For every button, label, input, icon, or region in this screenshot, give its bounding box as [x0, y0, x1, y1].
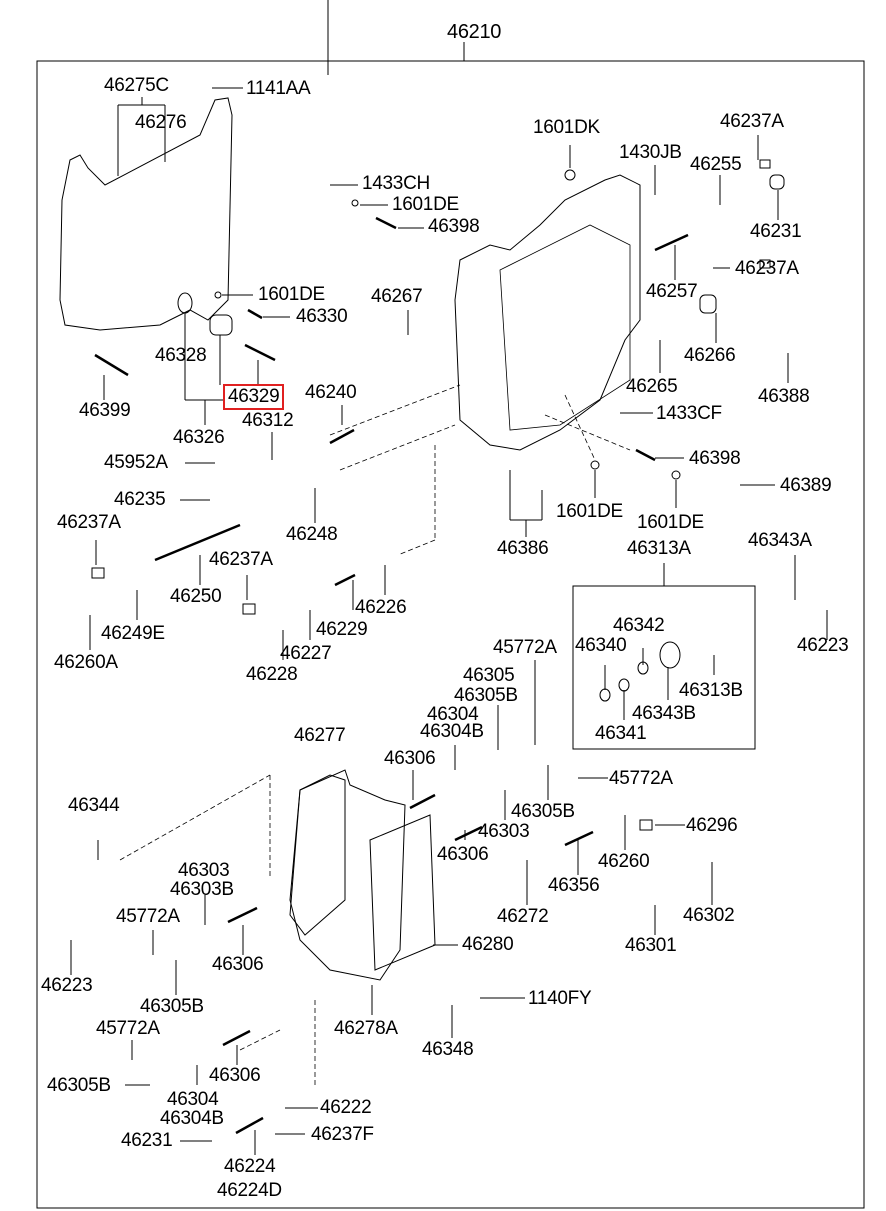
part-label[interactable]: 46304 — [427, 704, 479, 725]
part-label[interactable]: 45952A — [104, 452, 168, 473]
part-label[interactable]: 1433CH — [362, 173, 430, 194]
part-label[interactable]: 46303 — [178, 860, 230, 881]
part-label[interactable]: 46306 — [384, 748, 436, 769]
part-label[interactable]: 46255 — [690, 154, 742, 175]
part-label[interactable]: 1601DK — [533, 117, 600, 138]
part-label[interactable]: 46301 — [625, 935, 677, 956]
part-label[interactable]: 1601DE — [258, 284, 325, 305]
part-label[interactable]: 1601DE — [556, 501, 623, 522]
part-label[interactable]: 46306 — [437, 844, 489, 865]
part-label[interactable]: 46223 — [41, 975, 93, 996]
part-label[interactable]: 46237A — [720, 111, 784, 132]
part-label[interactable]: 46306 — [209, 1065, 261, 1086]
part-label-highlighted[interactable]: 46329 — [222, 384, 285, 410]
assembly-frame — [36, 60, 865, 1209]
part-label[interactable]: 46231 — [121, 1130, 173, 1151]
part-label[interactable]: 46386 — [497, 538, 549, 559]
part-label[interactable]: 46304B — [420, 721, 484, 742]
part-label[interactable]: 46313B — [679, 680, 743, 701]
part-label[interactable]: 46222 — [320, 1097, 372, 1118]
part-label[interactable]: 45772A — [609, 768, 673, 789]
part-label[interactable]: 46249E — [101, 623, 165, 644]
part-label[interactable]: 46240 — [305, 382, 357, 403]
part-label[interactable]: 46356 — [548, 875, 600, 896]
part-label[interactable]: 1140FY — [528, 988, 592, 1009]
part-label[interactable]: 46226 — [355, 597, 407, 618]
part-label[interactable]: 46237A — [735, 258, 799, 279]
part-label[interactable]: 46398 — [428, 216, 480, 237]
part-label[interactable]: 46275C — [104, 75, 169, 96]
part-label[interactable]: 46296 — [686, 815, 738, 836]
part-label[interactable]: 46306 — [212, 954, 264, 975]
part-label[interactable]: 46398 — [689, 448, 741, 469]
part-label[interactable]: 46343A — [748, 530, 812, 551]
part-label[interactable]: 46389 — [780, 475, 832, 496]
part-label[interactable]: 45772A — [493, 637, 557, 658]
part-label[interactable]: 46348 — [422, 1039, 474, 1060]
part-label[interactable]: 46305B — [140, 996, 204, 1017]
part-label[interactable]: 46237A — [209, 549, 273, 570]
separator-plate-46275C — [59, 97, 233, 331]
part-label[interactable]: 46224D — [217, 1180, 282, 1201]
part-label[interactable]: 46278A — [334, 1018, 398, 1039]
lower-gasket-46277 — [289, 774, 346, 936]
part-label[interactable]: 46250 — [170, 586, 222, 607]
part-label[interactable]: 46276 — [135, 112, 187, 133]
part-label[interactable]: 46330 — [296, 306, 348, 327]
part-label[interactable]: 46343B — [632, 703, 696, 724]
lower-valve-body — [289, 769, 406, 981]
part-label[interactable]: 46257 — [646, 281, 698, 302]
part-label[interactable]: 46303 — [478, 821, 530, 842]
part-label[interactable]: 46267 — [371, 286, 423, 307]
part-label[interactable]: 46223 — [797, 635, 849, 656]
part-label[interactable]: 46237A — [57, 512, 121, 533]
part-label[interactable]: 46328 — [155, 345, 207, 366]
part-label[interactable]: 46313A — [627, 538, 691, 559]
part-label[interactable]: 46266 — [684, 345, 736, 366]
part-label[interactable]: 46248 — [286, 524, 338, 545]
part-label[interactable]: 46304 — [167, 1089, 219, 1110]
part-label[interactable]: 1430JB — [619, 142, 682, 163]
lower-cover-plate-46280 — [369, 814, 436, 971]
part-label[interactable]: 46227 — [280, 643, 332, 664]
part-label[interactable]: 46341 — [595, 723, 647, 744]
part-label[interactable]: 1601DE — [637, 512, 704, 533]
part-label[interactable]: 46272 — [497, 906, 549, 927]
part-label[interactable]: 46228 — [246, 664, 298, 685]
part-label[interactable]: 46305B — [47, 1075, 111, 1096]
part-label[interactable]: 1141AA — [246, 78, 311, 99]
part-label[interactable]: 46344 — [68, 795, 120, 816]
assembly-title-label: 46210 — [447, 21, 502, 43]
part-label[interactable]: 46399 — [79, 400, 131, 421]
part-label[interactable]: 46305 — [463, 665, 515, 686]
part-label[interactable]: 45772A — [96, 1018, 160, 1039]
part-label[interactable]: 46265 — [626, 376, 678, 397]
part-label[interactable]: 46231 — [750, 221, 802, 242]
part-label[interactable]: 46388 — [758, 386, 810, 407]
part-label[interactable]: 46229 — [316, 619, 368, 640]
part-label[interactable]: 45772A — [116, 906, 180, 927]
upper-valve-body — [454, 174, 641, 451]
part-label[interactable]: 46280 — [462, 934, 514, 955]
part-label[interactable]: 46326 — [173, 427, 225, 448]
part-label[interactable]: 46237F — [311, 1124, 374, 1145]
part-label[interactable]: 46304B — [160, 1108, 224, 1129]
part-label[interactable]: 46235 — [114, 489, 166, 510]
part-label[interactable]: 1601DE — [392, 194, 459, 215]
part-label[interactable]: 46305B — [511, 801, 575, 822]
part-label[interactable]: 46302 — [683, 905, 735, 926]
part-label[interactable]: 46303B — [170, 879, 234, 900]
part-label[interactable]: 46342 — [613, 615, 665, 636]
part-label[interactable]: 46260A — [54, 652, 118, 673]
part-label[interactable]: 46312 — [242, 410, 294, 431]
part-label[interactable]: 46224 — [224, 1156, 276, 1177]
part-label[interactable]: 46305B — [454, 685, 518, 706]
part-label[interactable]: 46277 — [294, 725, 346, 746]
part-label[interactable]: 1433CF — [656, 403, 722, 424]
part-label[interactable]: 46260 — [598, 851, 650, 872]
part-label[interactable]: 46340 — [575, 635, 627, 656]
